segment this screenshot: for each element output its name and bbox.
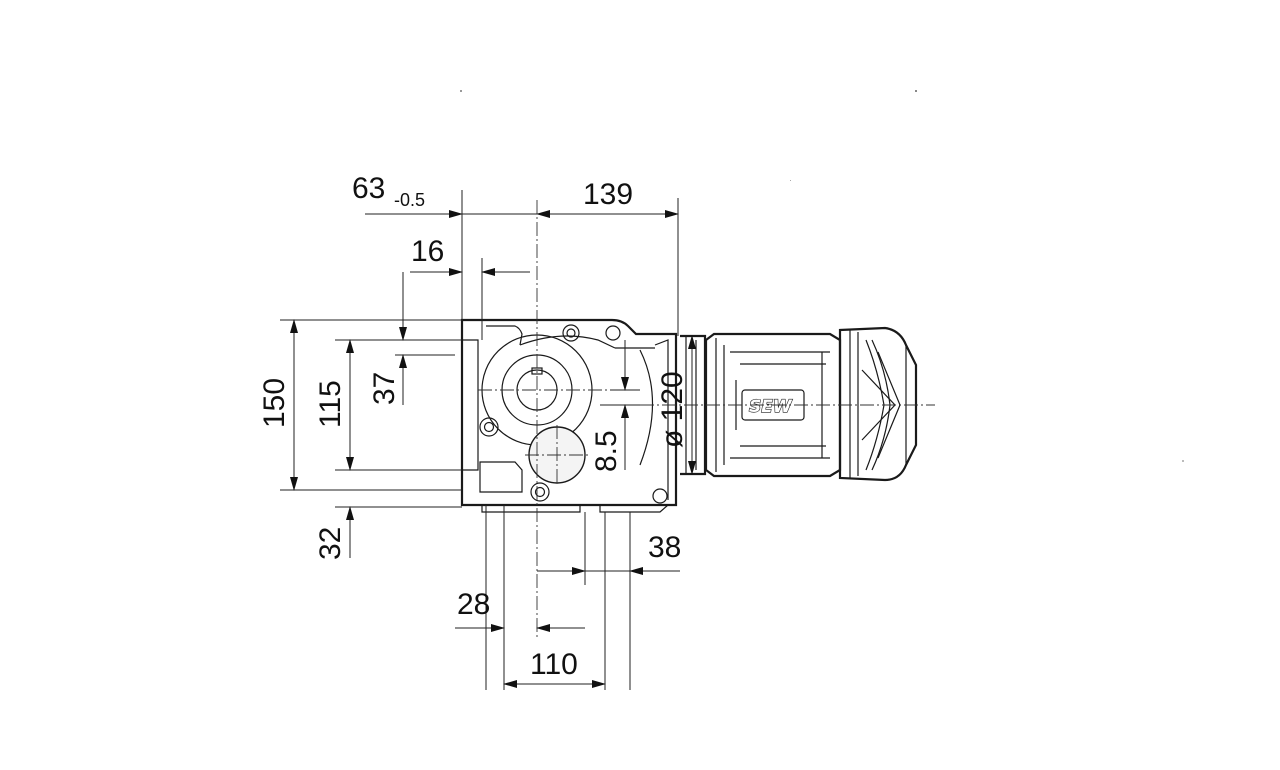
dim-8-5: 8.5 [590,430,623,472]
dim-115: 115 [314,380,347,428]
dim-37: 37 [368,372,401,405]
dim-63-tolerance: -0.5 [394,190,425,210]
scan-specks [460,90,1184,462]
dimension-lines [290,210,696,688]
gear-housing [460,318,678,513]
dim-150: 150 [258,378,291,428]
dimension-labels: 63 -0.5 139 16 150 115 37 32 8.5 ø 120 3… [258,172,689,681]
dim-38: 38 [648,531,681,564]
dim-32: 32 [314,527,347,560]
dim-28: 28 [457,588,490,621]
dim-diameter-120: ø 120 [656,371,689,448]
dim-110: 110 [530,648,578,681]
sew-logo-text: SEW [749,397,793,417]
motor: SEW [680,326,918,482]
dim-139: 139 [583,178,633,211]
dim-63: 63 [352,172,385,205]
dim-16: 16 [411,235,444,268]
